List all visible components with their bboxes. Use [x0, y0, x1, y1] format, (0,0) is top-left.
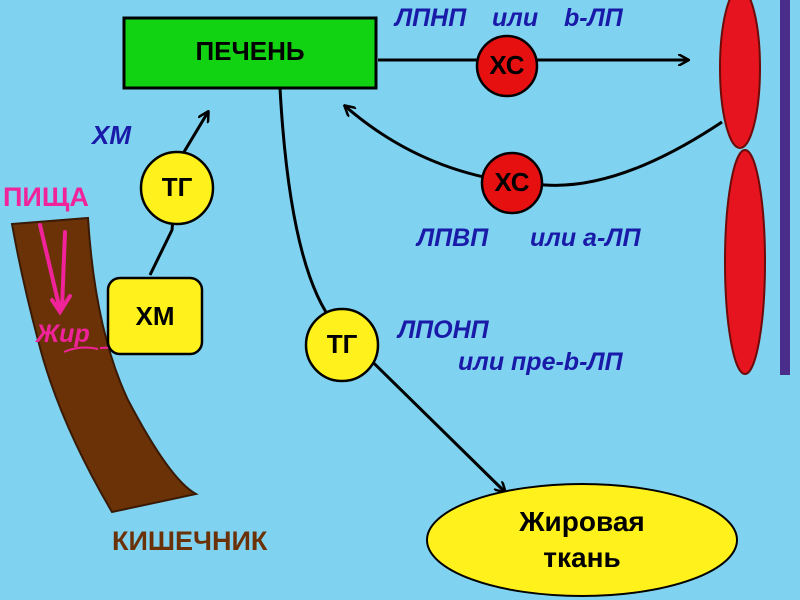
arrow-liver-to-adipose: [278, 87, 505, 492]
xc-circle-top: [475, 34, 539, 98]
xc-circle-mid: [480, 151, 544, 215]
tg-circle-upper: [139, 150, 215, 226]
pre-beta-lp-label: или пре-b-ЛП: [458, 348, 623, 376]
food-arrow: [38, 223, 72, 316]
food-label: ПИЩА: [3, 182, 89, 212]
beta-lp-label: b-ЛП: [564, 4, 623, 32]
arrow-vessel-to-liver: [345, 106, 723, 187]
vldl-label: ЛПОНП: [398, 316, 489, 344]
vessel-wall-lower: [724, 149, 766, 375]
vessel-bar: [780, 0, 790, 375]
liver-box: [122, 16, 378, 90]
alpha-lp-label: или а-ЛП: [530, 224, 641, 252]
tg-circle-lower: [304, 307, 380, 383]
intestine-shape: [10, 216, 199, 514]
vessel-wall-upper: [719, 0, 761, 149]
hm-box-label: ХМ: [135, 301, 175, 331]
xc-mid-label: ХС: [494, 167, 530, 197]
adipose-label-line2: ткань: [543, 542, 621, 573]
ldl-or-label: или: [492, 4, 539, 32]
liver-label: ПЕЧЕНЬ: [195, 36, 305, 66]
tg-upper-label: ТГ: [161, 172, 193, 202]
xc-top-label: ХС: [489, 50, 525, 80]
hdl-label: ЛПВП: [417, 224, 489, 252]
intestine-label: КИШЕЧНИК: [112, 526, 268, 556]
hm-upper-label: ХМ: [92, 120, 131, 150]
adipose-label-line1: Жировая: [519, 506, 645, 537]
fat-label: Жир: [36, 320, 90, 348]
chylomicron-box: [106, 276, 204, 356]
tg-lower-label: ТГ: [326, 329, 358, 359]
adipose-ellipse: [426, 483, 738, 597]
ldl-label: ЛПНП: [395, 4, 467, 32]
